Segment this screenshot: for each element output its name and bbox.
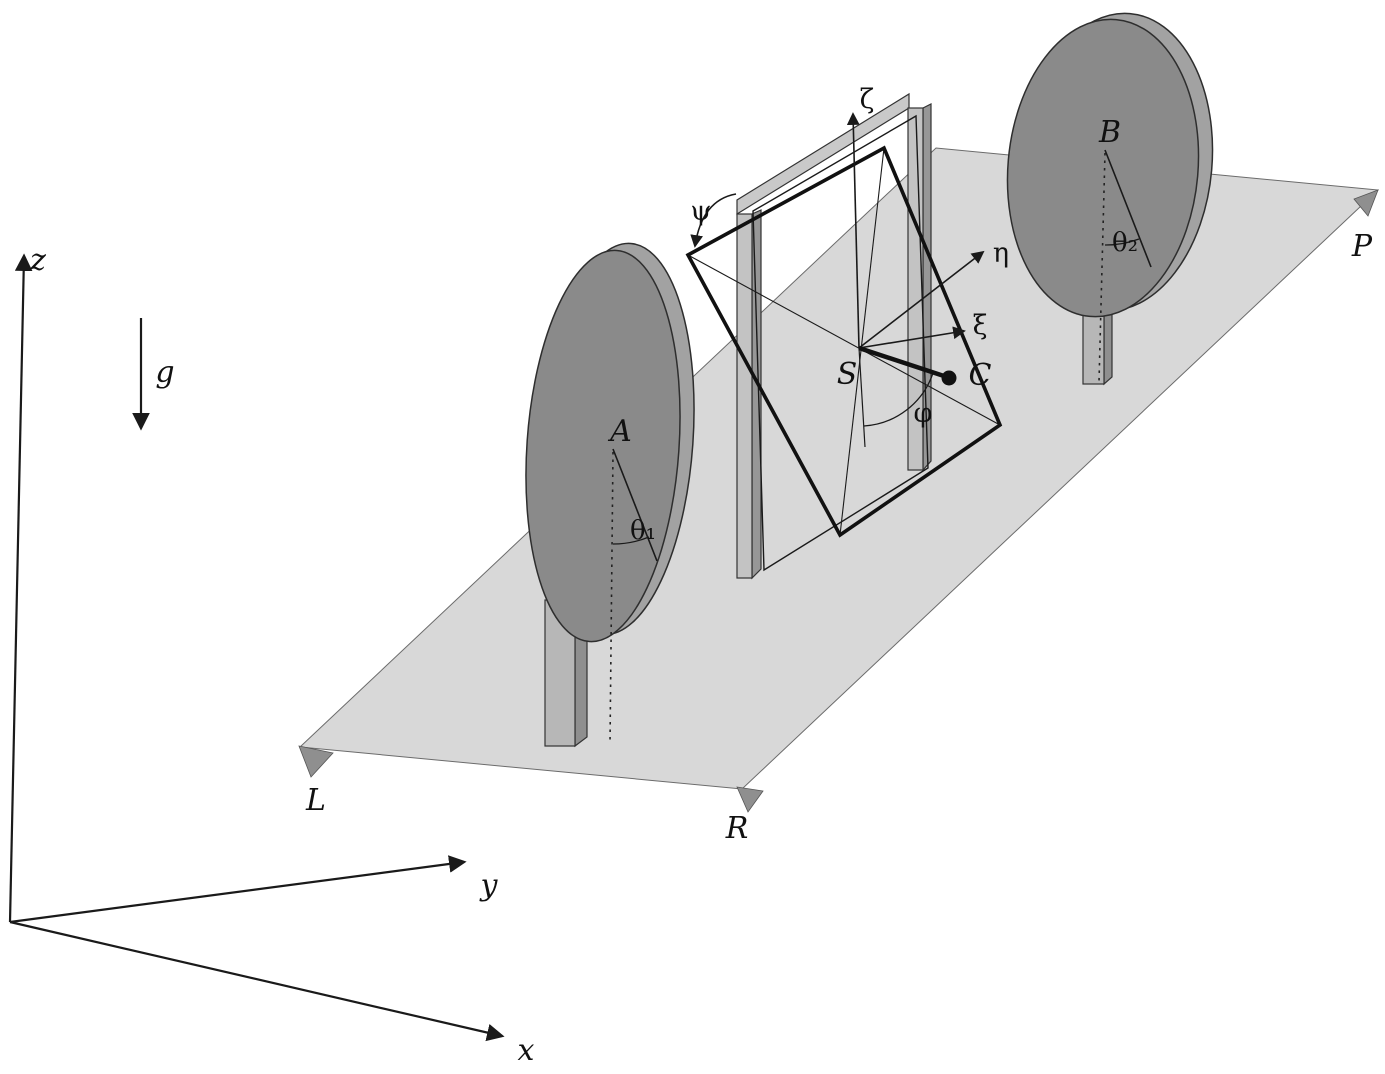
- z-axis-arrow: [8, 253, 33, 923]
- plate-diagonal-2: [839, 147, 885, 536]
- disk-b-radius-line: [1104, 149, 1152, 268]
- corner-tab-r: [736, 786, 764, 813]
- s-to-c-rod: [858, 345, 948, 380]
- y-axis-label: y: [479, 868, 499, 903]
- disk-b-label: B: [1098, 115, 1121, 150]
- disk-a-label: A: [607, 414, 632, 449]
- plane-corner-p-label: P: [1351, 229, 1373, 264]
- point-s-label: S: [837, 357, 858, 392]
- body-axes: [846, 112, 985, 349]
- theta2-label: θ₂: [1112, 228, 1138, 258]
- plate-reference-rectangle: [752, 114, 929, 572]
- plate-diagonal-1: [687, 254, 1001, 426]
- frame: [736, 92, 932, 580]
- gravity-label: g: [155, 355, 174, 390]
- corner-tab-p: [1353, 189, 1379, 217]
- x-axis-label: x: [518, 1033, 535, 1068]
- plane-corner-l-label: L: [305, 783, 326, 818]
- disk-b-vertical-dotted-line: [1098, 152, 1106, 383]
- y-axis-arrow: [9, 855, 467, 924]
- point-c-dot: [941, 370, 957, 386]
- disk-b-face: [1006, 18, 1200, 318]
- disk-a-radius-line: [612, 448, 658, 562]
- world-axes: [8, 253, 505, 1042]
- zeta-axis-label: ζ: [860, 84, 875, 115]
- phi-reference-line: [858, 347, 866, 448]
- disk-a: [525, 242, 695, 643]
- zeta-axis-arrow: [846, 112, 860, 349]
- phi-arc: [863, 372, 934, 427]
- eta-axis-arrow: [858, 250, 985, 349]
- z-axis-label: z: [29, 243, 46, 278]
- psi-arc-arrow: [690, 193, 737, 248]
- theta1-arc: [612, 536, 650, 545]
- eta-axis-label: η: [993, 238, 1009, 269]
- frame-left-post-side: [751, 209, 762, 580]
- point-c-label: C: [969, 358, 992, 393]
- xi-axis-arrow: [858, 326, 966, 349]
- x-axis-arrow: [9, 920, 505, 1042]
- phi-label: φ: [914, 398, 933, 429]
- disk-b: [1006, 12, 1214, 318]
- plane-corner-r-label: R: [725, 811, 749, 846]
- theta1-label: θ₁: [630, 516, 656, 546]
- frame-crossbar: [736, 92, 910, 216]
- corner-tab-l: [298, 745, 334, 778]
- theta2-arc: [1104, 238, 1140, 246]
- psi-label: ψ: [690, 196, 711, 227]
- frame-left-post: [736, 213, 753, 579]
- disk-a-face: [525, 249, 681, 643]
- plate: [685, 145, 1003, 538]
- xi-axis-label: ξ: [973, 310, 988, 341]
